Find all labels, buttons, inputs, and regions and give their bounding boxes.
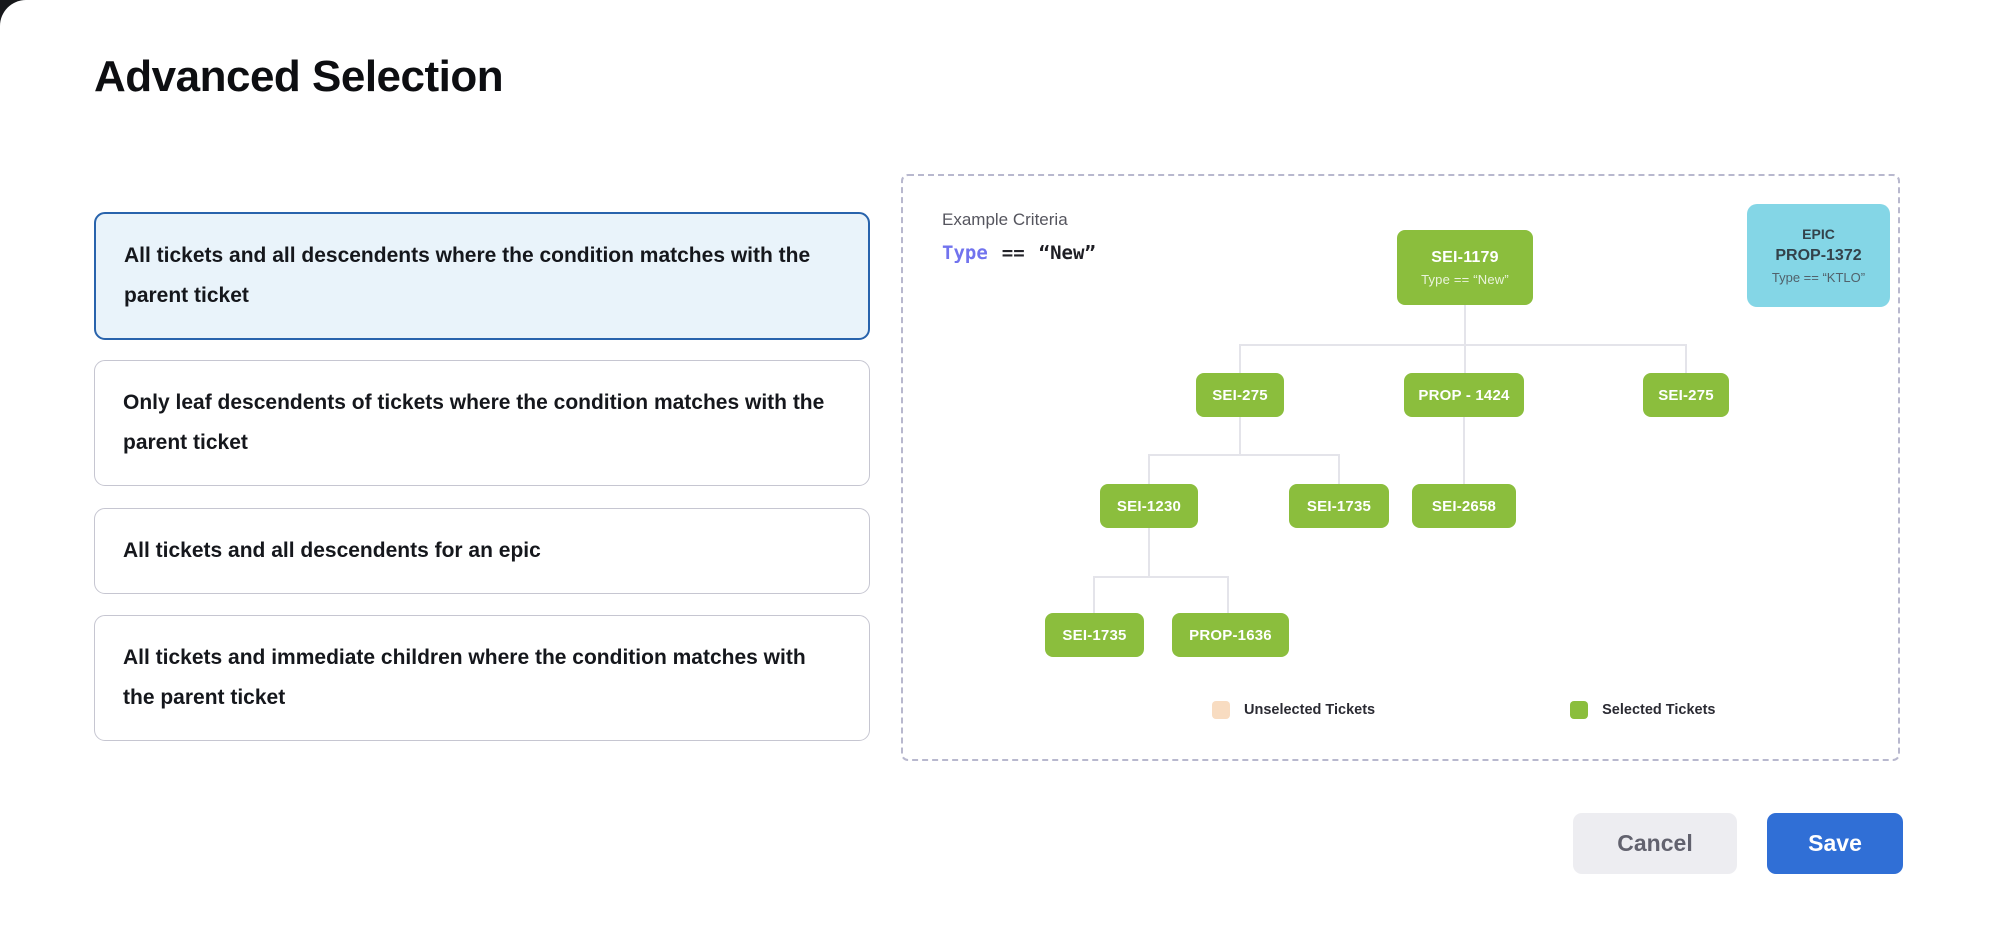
tree-connector	[1239, 417, 1241, 454]
tree-node-prop-1636: PROP-1636	[1172, 613, 1289, 657]
tree-node-prop-1424: PROP - 1424	[1404, 373, 1524, 417]
legend-label: Unselected Tickets	[1244, 702, 1376, 718]
epic-condition: Type == “KTLO”	[1771, 270, 1866, 285]
tree-connector	[1463, 417, 1465, 484]
legend-item-selected: Selected Tickets	[1570, 701, 1716, 719]
tree-node-id: SEI-1179	[1431, 248, 1499, 266]
tree-connector	[1148, 528, 1150, 576]
epic-id: PROP-1372	[1775, 247, 1862, 264]
tree-node-sei-1179: SEI-1179 Type == “New”	[1397, 230, 1533, 305]
dialog-title: Advanced Selection	[94, 52, 504, 101]
tree-connector	[1148, 454, 1150, 484]
example-preview-panel: Example Criteria Type == “New” EPIC PROP-1…	[901, 174, 1900, 761]
save-button[interactable]: Save	[1767, 813, 1903, 874]
tree-node-condition: Type == “New”	[1421, 271, 1509, 287]
tree-connector	[1227, 576, 1229, 613]
tree-connector	[1093, 576, 1095, 613]
epic-node: EPIC PROP-1372 Type == “KTLO”	[1747, 204, 1890, 307]
tree-connector	[1464, 344, 1466, 373]
legend: Unselected Tickets Selected Tickets	[1212, 701, 1716, 719]
tree-connector	[1240, 344, 1686, 346]
criteria-field: Type	[942, 242, 988, 264]
option-immediate-children-condition[interactable]: All tickets and immediate children where…	[94, 615, 870, 741]
option-label: All tickets and immediate children where…	[123, 646, 806, 709]
tree-node-sei-1735-leaf: SEI-1735	[1045, 613, 1144, 657]
tree-node-sei-1735: SEI-1735	[1289, 484, 1389, 528]
legend-item-unselected: Unselected Tickets	[1212, 701, 1375, 719]
tree-node-sei-275-right: SEI-275	[1643, 373, 1729, 417]
tree-connector	[1149, 454, 1339, 456]
unselected-tickets-swatch	[1212, 701, 1230, 719]
tree-connector	[1685, 344, 1687, 373]
example-criteria-label: Example Criteria	[942, 210, 1068, 229]
option-leaf-descendents-condition[interactable]: Only leaf descendents of tickets where t…	[94, 360, 870, 486]
tree-connector	[1239, 344, 1241, 373]
tree-connector	[1094, 576, 1228, 578]
option-all-descendents-epic[interactable]: All tickets and all descendents for an e…	[94, 508, 870, 594]
cancel-button[interactable]: Cancel	[1573, 813, 1737, 874]
legend-label: Selected Tickets	[1602, 702, 1716, 718]
option-all-descendents-condition[interactable]: All tickets and all descendents where th…	[94, 212, 870, 340]
example-criteria-expression: Type == “New”	[942, 242, 1096, 264]
criteria-operator: ==	[1001, 242, 1025, 264]
tree-connector	[1338, 454, 1340, 484]
epic-kind-label: EPIC	[1802, 226, 1835, 242]
option-label: All tickets and all descendents where th…	[124, 244, 811, 307]
tree-node-sei-2658: SEI-2658	[1412, 484, 1516, 528]
selected-tickets-swatch	[1570, 701, 1589, 719]
tree-connector	[1464, 305, 1466, 344]
criteria-value: “New”	[1038, 242, 1096, 264]
tree-node-sei-275-left: SEI-275	[1196, 373, 1284, 417]
tree-node-sei-1230: SEI-1230	[1100, 484, 1198, 528]
option-label: All tickets and all descendents for an e…	[123, 539, 541, 562]
option-label: Only leaf descendents of tickets where t…	[123, 391, 825, 454]
